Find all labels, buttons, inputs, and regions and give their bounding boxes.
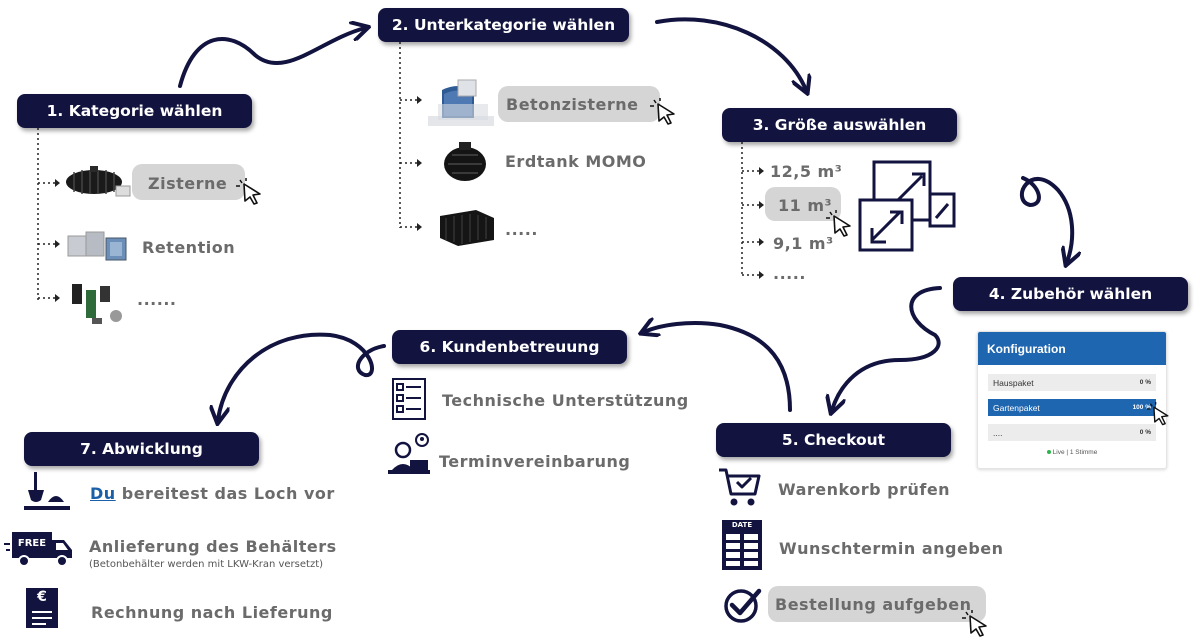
configurator-title: Konfiguration — [978, 332, 1166, 365]
calendar-date-label: DATE — [731, 521, 753, 529]
shovel-hole-icon — [24, 472, 70, 510]
configurator-panel: Konfiguration Hauspaket 0 % Gartenpaket … — [977, 331, 1167, 469]
processing-item-1: Du bereitest das Loch vor — [90, 484, 335, 503]
checklist-icon — [392, 378, 426, 420]
arrow-1-to-2 — [178, 28, 365, 88]
step-2-label: 2. Unterkategorie wählen — [378, 8, 629, 42]
config-row-label: Gartenpaket — [993, 402, 1040, 413]
cart-icon — [719, 468, 761, 506]
size-12-5[interactable]: 12,5 m³ — [770, 162, 843, 181]
processing-item-1-text: bereitest das Loch vor — [115, 484, 335, 503]
subcategory-highlight — [498, 86, 660, 122]
category-zisterne[interactable]: Zisterne — [148, 174, 228, 193]
subcategory-tree-lines — [399, 42, 422, 231]
cursor-click-icon — [1147, 402, 1169, 426]
cursor-click-icon — [962, 610, 987, 637]
euro-symbol: € — [37, 589, 47, 605]
processing-item-2-note: (Betonbehälter werden mit LKW-Kran verse… — [89, 559, 324, 570]
size-9-1[interactable]: 9,1 m³ — [773, 234, 834, 253]
cistern-product-icon — [66, 166, 131, 197]
config-row-pct: 0 % — [1139, 379, 1151, 386]
accessory-product-icon — [72, 284, 122, 324]
config-row-pct: 0 % — [1139, 429, 1151, 436]
config-row-label: Hauspaket — [993, 377, 1034, 388]
concrete-tank-icon — [428, 79, 494, 126]
invoice-icon — [26, 588, 58, 628]
checkout-wunschtermin[interactable]: Wunschtermin angeben — [779, 539, 1004, 558]
checkout-highlight — [768, 586, 986, 622]
live-dot-icon — [1046, 450, 1051, 455]
arrow-2-to-3 — [655, 17, 806, 90]
delivery-truck-icon — [4, 532, 72, 567]
step-3-label: 3. Größe auswählen — [722, 108, 957, 142]
support-technical[interactable]: Technische Unterstützung — [442, 391, 689, 410]
size-tree-lines — [741, 142, 764, 279]
arrow-6-to-7 — [218, 332, 386, 420]
arrow-5-to-6 — [644, 323, 792, 412]
arrow-4-to-5 — [832, 286, 942, 410]
size-more[interactable]: ..... — [773, 264, 806, 283]
earth-tank-icon — [444, 142, 486, 181]
cursor-click-icon — [236, 178, 261, 205]
config-row-label: .... — [993, 427, 1003, 438]
support-appointment[interactable]: Terminvereinbarung — [439, 452, 631, 471]
block-tank-icon — [440, 210, 494, 246]
config-row-more[interactable]: .... 0 % — [988, 424, 1156, 441]
category-highlight — [132, 164, 245, 200]
free-label: FREE — [17, 538, 47, 549]
step-4-label: 4. Zubehör wählen — [953, 277, 1188, 311]
cursor-click-icon — [650, 98, 675, 125]
checkmark-circle-icon — [724, 588, 762, 623]
processing-item-3: Rechnung nach Lieferung — [91, 603, 333, 622]
size-11[interactable]: 11 m³ — [778, 196, 833, 215]
config-row-hauspaket[interactable]: Hauspaket 0 % — [988, 374, 1156, 391]
du-link[interactable]: Du — [90, 484, 116, 503]
processing-item-2: Anlieferung des Behälters — [89, 537, 337, 556]
live-text: Live | 1 Stimme — [1052, 449, 1098, 456]
category-more[interactable]: ...... — [137, 290, 177, 309]
checkout-bestellung[interactable]: Bestellung aufgeben — [775, 595, 972, 614]
subcategory-erdtank-momo[interactable]: Erdtank MOMO — [505, 152, 647, 171]
category-retention[interactable]: Retention — [142, 238, 236, 257]
config-row-gartenpaket[interactable]: Gartenpaket 100 % — [988, 399, 1156, 416]
cursor-click-icon — [826, 210, 851, 237]
arrow-3-to-4 — [1019, 176, 1072, 262]
subcategory-more[interactable]: ..... — [505, 220, 538, 239]
configurator-live-status: Live | 1 Stimme — [978, 449, 1166, 456]
resize-icon — [858, 160, 956, 252]
config-row-pct: 100 % — [1132, 404, 1151, 411]
step-7-label: 7. Abwicklung — [24, 432, 259, 466]
calendar-icon — [722, 520, 762, 570]
step-1-label: 1. Kategorie wählen — [17, 94, 252, 128]
support-agent-icon — [388, 433, 430, 474]
checkout-warenkorb[interactable]: Warenkorb prüfen — [778, 480, 951, 499]
retention-product-icon — [67, 231, 127, 261]
size-highlight — [765, 187, 841, 221]
step-6-label: 6. Kundenbetreuung — [392, 330, 627, 364]
subcategory-betonzisterne[interactable]: Betonzisterne — [506, 95, 639, 114]
category-tree-lines — [37, 128, 60, 302]
step-5-label: 5. Checkout — [716, 423, 951, 457]
